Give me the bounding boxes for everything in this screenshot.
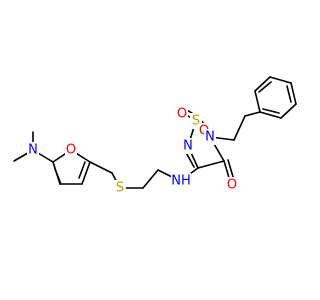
atom-label: N [205, 130, 215, 145]
atom-label: O [177, 107, 187, 122]
atom-n-ring-right: N [204, 129, 216, 145]
atom-label: O [227, 178, 237, 193]
structure-diagram: N O S NH S O O N [13, 76, 297, 196]
bond [258, 81, 272, 93]
bond [142, 169, 159, 189]
bond [233, 115, 246, 141]
bond [254, 76, 271, 92]
atom-label: S [192, 114, 200, 129]
bond [280, 103, 297, 119]
bond [78, 161, 86, 179]
bond [89, 161, 113, 174]
bond [254, 90, 261, 113]
atom-n-dimethyl: N [27, 142, 39, 158]
bond [286, 85, 292, 103]
bond [290, 82, 297, 105]
atom-o-furan: O [65, 142, 77, 158]
atom-nh-amine: NH [171, 173, 191, 189]
atom-n-ring-left: N [182, 138, 194, 154]
atom-s-thioether: S [114, 180, 126, 196]
atom-label: N [28, 143, 38, 158]
bond [262, 108, 280, 114]
bond [259, 111, 282, 119]
bond [269, 76, 292, 84]
bond [54, 168, 62, 185]
atom-label: O [66, 143, 76, 158]
atom-label: N [183, 139, 193, 154]
bond [227, 159, 235, 181]
atom-o-carbonyl: O [226, 177, 238, 193]
bond-layer [13, 76, 297, 189]
atom-label: S [116, 181, 124, 196]
bond [81, 161, 91, 185]
bond [197, 160, 225, 169]
atom-o-sulfonyl-1: O [176, 106, 188, 122]
atom-label: NH [171, 174, 191, 189]
bond [244, 111, 261, 117]
atom-layer: N O S NH S O O N [27, 106, 238, 196]
